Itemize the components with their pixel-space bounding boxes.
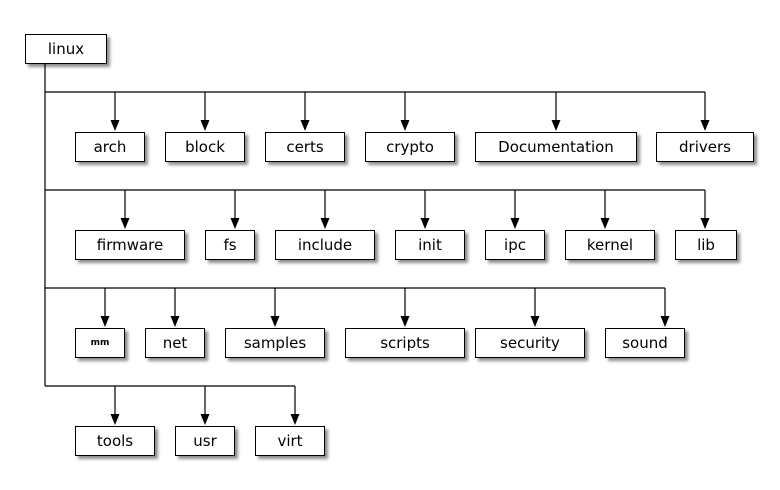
row-3-arrow-2-head	[170, 316, 180, 327]
row-3-arrow-1-head	[100, 316, 110, 327]
row-1-arrow-5-head	[551, 120, 561, 131]
row-3-arrow-6-head	[660, 316, 670, 327]
node-tools: tools	[75, 426, 155, 456]
node-usr: usr	[175, 426, 235, 456]
node-kernel: kernel	[565, 230, 655, 260]
node-certs: certs	[265, 132, 345, 162]
row-4-arrow-1-head	[110, 414, 120, 425]
row-1-arrow-1-head	[110, 120, 120, 131]
node-linux: linux	[25, 34, 107, 64]
row-2-arrow-4-head	[420, 218, 430, 229]
row-2-arrow-6-head	[600, 218, 610, 229]
row-3-arrow-3-head	[270, 316, 280, 327]
node-init: init	[395, 230, 465, 260]
node-sound: sound	[605, 328, 685, 358]
row-2-arrow-2-head	[230, 218, 240, 229]
node-block: block	[165, 132, 245, 162]
node-fs: fs	[205, 230, 255, 260]
node-arch: arch	[75, 132, 145, 162]
row-1-arrow-2-head	[200, 120, 210, 131]
row-1-arrow-4-head	[400, 120, 410, 131]
row-4-arrow-3-head	[290, 414, 300, 425]
node-mm: mm	[75, 328, 125, 358]
row-1-arrow-3-head	[300, 120, 310, 131]
node-lib: lib	[675, 230, 737, 260]
node-samples: samples	[225, 328, 325, 358]
row-2-arrow-3-head	[320, 218, 330, 229]
row-2-arrow-5-head	[510, 218, 520, 229]
node-net: net	[145, 328, 205, 358]
row-4-arrow-2-head	[200, 414, 210, 425]
node-crypto: crypto	[365, 132, 455, 162]
row-1-arrow-6-head	[700, 120, 710, 131]
row-3-arrow-5-head	[530, 316, 540, 327]
row-3-arrow-4-head	[400, 316, 410, 327]
node-ipc: ipc	[485, 230, 545, 260]
node-virt: virt	[255, 426, 325, 456]
row-2-arrow-1-head	[120, 218, 130, 229]
node-drivers: drivers	[656, 132, 754, 162]
node-documentation: Documentation	[475, 132, 637, 162]
node-firmware: firmware	[75, 230, 185, 260]
node-include: include	[275, 230, 375, 260]
row-2-arrow-7-head	[700, 218, 710, 229]
node-scripts: scripts	[345, 328, 465, 358]
node-security: security	[475, 328, 585, 358]
